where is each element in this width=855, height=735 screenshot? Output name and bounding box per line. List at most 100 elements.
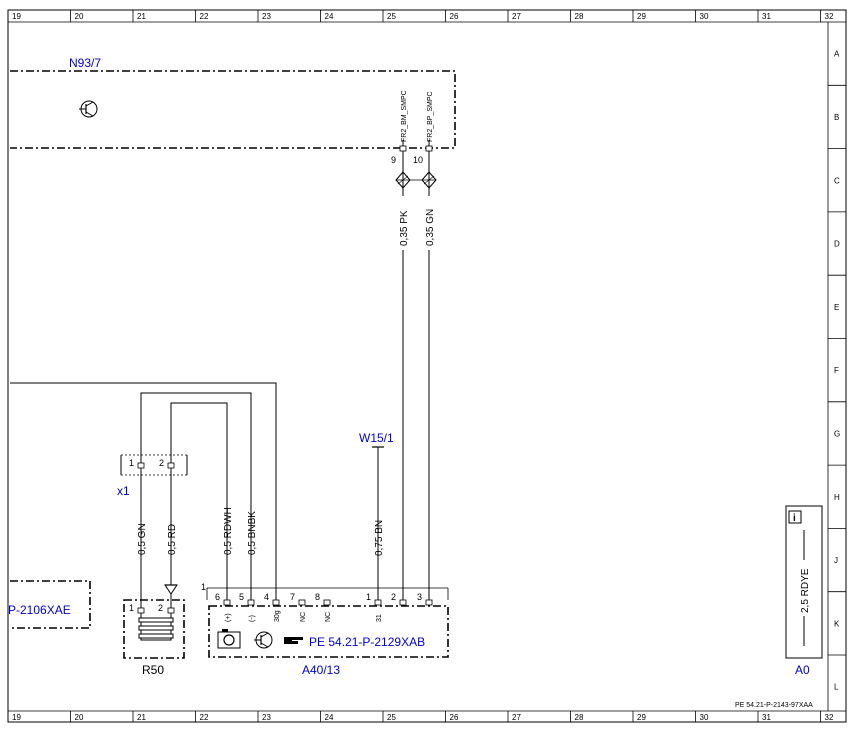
n93-pin-9: 9 xyxy=(391,155,396,165)
grid-column-label: 20 xyxy=(75,12,84,21)
grid-column-label: 21 xyxy=(137,12,146,21)
a40-pin-number: 2 xyxy=(391,592,396,602)
a40-reference-link[interactable]: PE 54.21-P-2129XAB xyxy=(309,635,425,649)
grid-row-label: F xyxy=(834,366,839,375)
a40-pin-signal: 30g xyxy=(274,610,281,622)
a40-pin xyxy=(223,599,231,606)
transistor-icon xyxy=(254,631,273,649)
a40-pin xyxy=(272,599,280,606)
r50-pin-1: 1 xyxy=(129,603,134,613)
a40-pin xyxy=(399,599,407,606)
a40-pin-signal: 31 xyxy=(376,614,383,622)
a40-pin xyxy=(247,599,255,606)
n93-signal-10: FR2_BP_SMPC xyxy=(427,91,434,142)
a0-label: A0 xyxy=(795,663,810,677)
a40-pin-signal: (-) xyxy=(249,615,256,622)
n93-pin-10: 10 xyxy=(413,155,423,165)
grid-column-label: 29 xyxy=(637,713,646,722)
a40-pin-number: 8 xyxy=(315,592,320,602)
info-icon: i xyxy=(793,513,796,524)
grid-row-label: J xyxy=(834,556,838,565)
grid-column-label: 25 xyxy=(387,12,396,21)
wire-05-rdwh: 0,5 RDWH xyxy=(223,507,234,555)
a40-pin xyxy=(374,599,382,606)
w15-1-label: W15/1 xyxy=(359,431,394,445)
a40-pin-number: 3 xyxy=(417,592,422,602)
grid-row-label: H xyxy=(834,493,840,502)
x1-pin-1: 1 xyxy=(129,458,134,468)
grid-row-label: G xyxy=(834,429,840,438)
grid-column-label: 28 xyxy=(575,12,584,21)
n93-7-unit: N93/7 9 10 FR2_BM_SMPC FR2_BP_SMPC xyxy=(10,56,456,165)
grid-column-label: 32 xyxy=(825,713,834,722)
grid-row-label: D xyxy=(834,240,840,249)
a40-13-label: A40/13 xyxy=(302,663,340,677)
a40-pin-signal: NC xyxy=(325,612,332,622)
grid-column-label: 20 xyxy=(75,713,84,722)
grid-column-label: 23 xyxy=(262,12,271,21)
grid-column-label: 22 xyxy=(200,12,209,21)
grid-column-label: 30 xyxy=(700,713,709,722)
grid-column-label: 31 xyxy=(762,713,771,722)
grid-row-label: E xyxy=(834,303,839,312)
grid-column-label: 24 xyxy=(325,12,334,21)
grid-column-label: 21 xyxy=(137,713,146,722)
a40-pin-number: 1 xyxy=(366,592,371,602)
grid-column-label: 19 xyxy=(12,12,21,21)
grid-column-label: 23 xyxy=(262,713,271,722)
r50-label: R50 xyxy=(142,663,164,677)
a40-pin-number: 4 xyxy=(264,592,269,602)
grid-column-label: 27 xyxy=(512,713,521,722)
grid-column-label: 32 xyxy=(825,12,834,21)
grid-column-label: 25 xyxy=(387,713,396,722)
r50-pin-2: 2 xyxy=(158,603,163,613)
a40-pin-number: 6 xyxy=(215,592,220,602)
grid-column-label: 24 xyxy=(325,713,334,722)
wire-035-pk: 0,35 PK xyxy=(399,210,410,246)
grid-column-label: 26 xyxy=(450,12,459,21)
a40-pin-signal: NC xyxy=(300,612,307,622)
camera-icon xyxy=(217,629,241,649)
r50-heater: 1 2 R50 xyxy=(123,599,185,677)
a40-pin-number: 5 xyxy=(239,592,244,602)
left-reference-link: P-2106XAE xyxy=(8,603,71,617)
wire-05-rd: 0,5 RD xyxy=(167,524,178,555)
n93-7-label: N93/7 xyxy=(69,56,101,70)
pointing-hand-icon[interactable] xyxy=(284,637,303,644)
a40-corner-label: 1 xyxy=(201,582,206,592)
a40-pin xyxy=(298,599,306,606)
x1-connector: 1 2 x1 xyxy=(117,454,188,498)
a40-pin-number: 7 xyxy=(290,592,295,602)
a40-13-unit: 1 6 (+) 5 (-) 4 30g 7NC 8NC 1 31 2 3 PE 54.21-P-212… xyxy=(201,582,449,677)
grid-row-label: K xyxy=(834,619,840,628)
w15-1-ground: W15/1 0,75 BN xyxy=(359,431,394,600)
x1-label: x1 xyxy=(117,484,130,498)
a40-pin-signal: (+) xyxy=(225,613,232,622)
wire-035-gn: 0,35 GN xyxy=(425,209,436,246)
document-reference: PE 54.21-P-2143-97XAA xyxy=(735,702,813,709)
transistor-icon xyxy=(79,100,98,118)
wire-25-rdye: 2,5 RDYE xyxy=(800,568,811,613)
grid-column-label: 19 xyxy=(12,713,21,722)
a40-pin-group: 6 (+) 5 (-) 4 30g 7NC 8NC 1 31 2 3 xyxy=(215,592,433,622)
grid-column-label: 22 xyxy=(200,713,209,722)
grid-column-label: 26 xyxy=(450,713,459,722)
grid-column-label: 30 xyxy=(700,12,709,21)
grid-row-label: A xyxy=(834,50,840,59)
left-reference-box: P-2106XAE xyxy=(8,580,91,629)
grid-row-label: C xyxy=(834,176,840,185)
grid-column-label: 27 xyxy=(512,12,521,21)
a0-unit: i 2,5 RDYE A0 xyxy=(785,505,823,677)
a40-pin xyxy=(323,599,331,606)
wire-05-gn: 0,5 GN xyxy=(137,523,148,555)
wire-05-bnbk: 0,5 BNBK xyxy=(247,511,258,555)
grid-column-label: 29 xyxy=(637,12,646,21)
a40-pin xyxy=(425,599,433,606)
shield-icon xyxy=(164,584,178,610)
grid-frame: 1919202021212222232324242525262627272828… xyxy=(7,9,847,723)
twisted-pair-icon xyxy=(395,165,437,196)
grid-row-label: L xyxy=(834,683,839,692)
grid-row-label: B xyxy=(834,113,839,122)
grid-column-label: 28 xyxy=(575,713,584,722)
